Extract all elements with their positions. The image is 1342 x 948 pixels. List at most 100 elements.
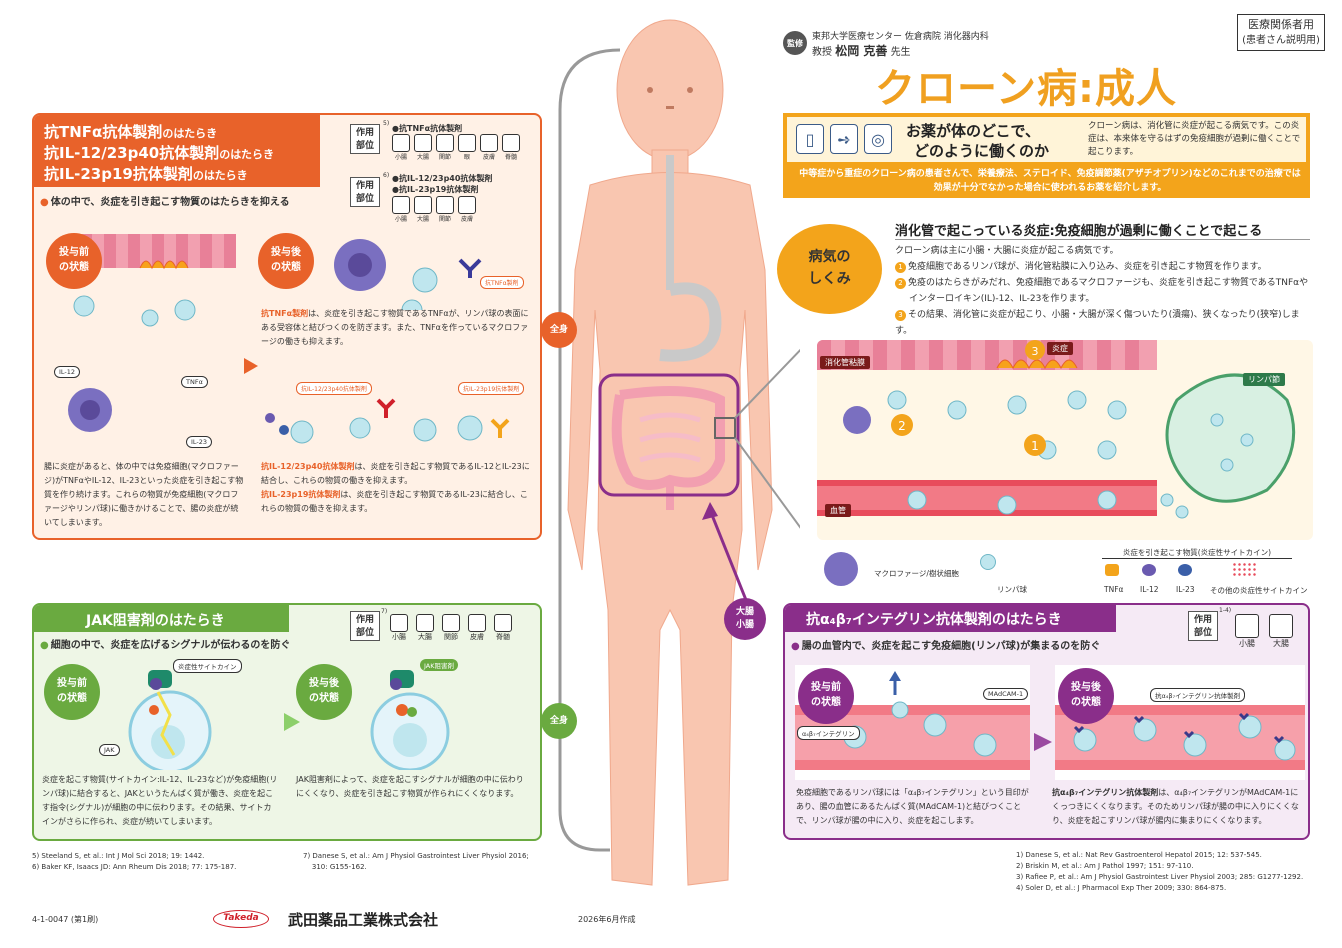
page-title: クローン病:成人: [875, 66, 1177, 112]
integrin-title: 抗α₄β₇インテグリン抗体製剤のはたらき: [806, 612, 1062, 628]
label-inflammation: 炎症: [1047, 342, 1073, 355]
arrow-right-green-icon: [284, 713, 300, 731]
mechanism-title: 消化管で起こっている炎症:免疫細胞が過剰に働くことで起こる: [895, 224, 1263, 239]
document-code: 4-1-0047 (第1刷): [32, 915, 99, 924]
integrin-site-label: 作用部位: [1188, 611, 1218, 641]
integrin-before-text: 免疫細胞であるリンパ球には「α₄β₇インテグリン」という目印があり、腸の血管にあ…: [796, 788, 1029, 825]
tnf-site2-drug-b: ●抗IL-23p19抗体製剤: [392, 185, 479, 194]
label-integrin: α₄β₇インテグリン: [797, 726, 860, 740]
arrow-right-purple-icon: [1034, 733, 1052, 751]
supervisor-affiliation: 東邦大学医療センター 佐倉病院 消化器内科: [812, 32, 989, 42]
integrin-panel-header: [785, 605, 1116, 632]
small-intestine-icon: [392, 196, 410, 214]
jak-after-text: JAK阻害剤によって、炎症を起こすシグナルが細胞の中に伝わりにくくなり、炎症を引…: [296, 775, 524, 798]
label-vessel: 血管: [825, 504, 851, 517]
intestine-focus-box: [598, 373, 740, 497]
intro-question-line1: お薬が体のどこで、: [906, 122, 1040, 140]
zoom-square: [714, 417, 736, 439]
label-jak: JAK: [99, 744, 120, 756]
tnf-site1-organs: 小腸大腸関節眼皮膚脊髄: [392, 134, 520, 161]
label-madcam: MAdCAM-1: [983, 688, 1029, 700]
legend-il12: IL-12: [1140, 585, 1159, 594]
label-anti-tnf: 抗TNFα製剤: [480, 276, 524, 289]
jak-after-badge: 投与後の状態: [296, 664, 352, 720]
large-intestine-icon: [1269, 614, 1293, 638]
tnf-site-label-2: 作用部位: [350, 177, 380, 207]
joint-icon: [436, 134, 454, 152]
references-right: 1) Danese S, et al.: Nat Rev Gastroenter…: [1016, 851, 1304, 892]
tnf-site2-drug: ●抗IL-12/23p40抗体製剤: [392, 174, 493, 183]
integrin-after-illustration: [1055, 665, 1305, 780]
label-il23: IL-23: [186, 436, 213, 448]
jak-panel-header: [34, 605, 289, 632]
tnf-site1-drug: ●抗TNFα抗体製剤: [392, 124, 463, 133]
tnf-site1-ref: 5): [383, 120, 390, 127]
mechanism-step2b: インターロイキン(IL)-12、IL-23を作ります。: [909, 294, 1095, 304]
integrin-arrow: [708, 509, 752, 611]
tnf-before-badge: 投与前の状態: [46, 233, 102, 289]
mechanism-intro-line: クローン病は主に小腸・大腸に炎症が起こる病気です。: [895, 246, 1119, 256]
eye-icon: [458, 134, 476, 152]
legend-tnf: TNFα: [1104, 585, 1124, 594]
takeda-logo: Takeda: [213, 910, 269, 928]
label-anti-il12: 抗IL-12/23p40抗体製剤: [296, 382, 372, 395]
stomach: [659, 282, 722, 362]
iv-bag-icon: ▯: [796, 124, 824, 154]
label-lymph-node: リンパ節: [1243, 373, 1285, 386]
label-anti-integrin: 抗α₄β₇インテグリン抗体製剤: [1150, 688, 1246, 702]
tnf-after-text-2: 抗IL-12/23p40抗体製剤は、炎症を引き起こす物質であるIL-12とIL-…: [261, 462, 530, 485]
tnf-after-text-3: 抗IL-23p19抗体製剤は、炎症を引き起こす物質であるIL-23に結合し、これ…: [261, 490, 528, 513]
svg-text:2: 2: [898, 419, 906, 433]
supervisor-badge: 監修: [783, 31, 807, 55]
tnf-site2-organs: 小腸大腸関節皮膚: [392, 196, 476, 223]
supervisor-title: 教授: [812, 47, 832, 58]
large-intestine-icon: [414, 196, 432, 214]
tnf-title-2: 抗IL-12/23p40抗体製剤のはたらき: [44, 144, 274, 162]
supervisor-name: 松岡 克善: [835, 44, 888, 58]
integrin-site-ref: 1-4): [1219, 607, 1232, 614]
tnf-site2-ref: 6): [383, 172, 390, 179]
legend-tnf-icon: [1105, 564, 1119, 576]
audience-box: 医療関係者用 (患者さん説明用): [1237, 14, 1325, 51]
large-intestine-icon: [416, 614, 434, 632]
intro-question: お薬が体のどこで、 どのように働くのか: [906, 121, 1049, 161]
jak-before-illustration: [128, 670, 212, 770]
mechanism-legend: マクロファージ/樹状細胞 リンパ球 炎症を引き起こす物質(炎症性サイトカイン) …: [822, 548, 1312, 598]
created-date: 2026年6月作成: [578, 915, 636, 924]
supervisor-suffix: 先生: [890, 47, 911, 58]
label-jak-inhibitor: JAK阻害剤: [420, 659, 459, 671]
tnf-after-badge: 投与後の状態: [258, 233, 314, 289]
small-intestine-icon: [392, 134, 410, 152]
tnf-site-label-1: 作用部位: [350, 124, 380, 154]
small-intestine-icon: [1235, 614, 1259, 638]
jak-before-text: 炎症を起こす物質(サイトカイン:IL-12、IL-23など)が免疫細胞(リンパ球…: [42, 775, 278, 826]
pills-icon: ◎: [864, 124, 892, 154]
body-silhouette: [567, 19, 773, 886]
legend-il23-icon: [1178, 564, 1192, 576]
intro-question-line2: どのように働くのか: [914, 142, 1050, 160]
integrin-subheading: 腸の血管内で、炎症を起こす免疫細胞(リンパ球)が集まるのを防ぐ: [791, 637, 1101, 652]
mechanism-illustration: 2 1 3: [817, 340, 1313, 540]
legend-other: その他の炎症性サイトカイン: [1210, 586, 1308, 595]
tnf-title-3: 抗IL-23p19抗体製剤のはたらき: [44, 165, 248, 183]
svg-text:1: 1: [1031, 439, 1039, 453]
audience-sub: (患者さん説明用): [1242, 35, 1320, 46]
skin-icon: [468, 614, 486, 632]
mechanism-circle-line2: しくみ: [808, 271, 851, 287]
mechanism-divider: [895, 239, 1310, 240]
legend-cytokine-header: 炎症を引き起こす物質(炎症性サイトカイン): [1102, 547, 1292, 559]
label-tnf: TNFα: [181, 376, 208, 388]
integrin-before-badge: 投与前の状態: [798, 668, 854, 724]
references-left: 5) Steeland S, et al.: Int J Mol Sci 201…: [32, 852, 237, 871]
label-mucosa: 消化管粘膜: [820, 356, 870, 369]
syringe-icon: ➺: [830, 124, 858, 154]
legend-il23: IL-23: [1176, 585, 1195, 594]
jak-before-badge: 投与前の状態: [44, 664, 100, 720]
small-intestine-icon: [390, 614, 408, 632]
company-name: 武田薬品工業株式会社: [288, 911, 439, 929]
integrin-after-badge: 投与後の状態: [1058, 668, 1114, 724]
label-cytokine: 炎症性サイトカイン: [173, 659, 242, 673]
mechanism-circle: 病気の しくみ: [777, 224, 882, 314]
